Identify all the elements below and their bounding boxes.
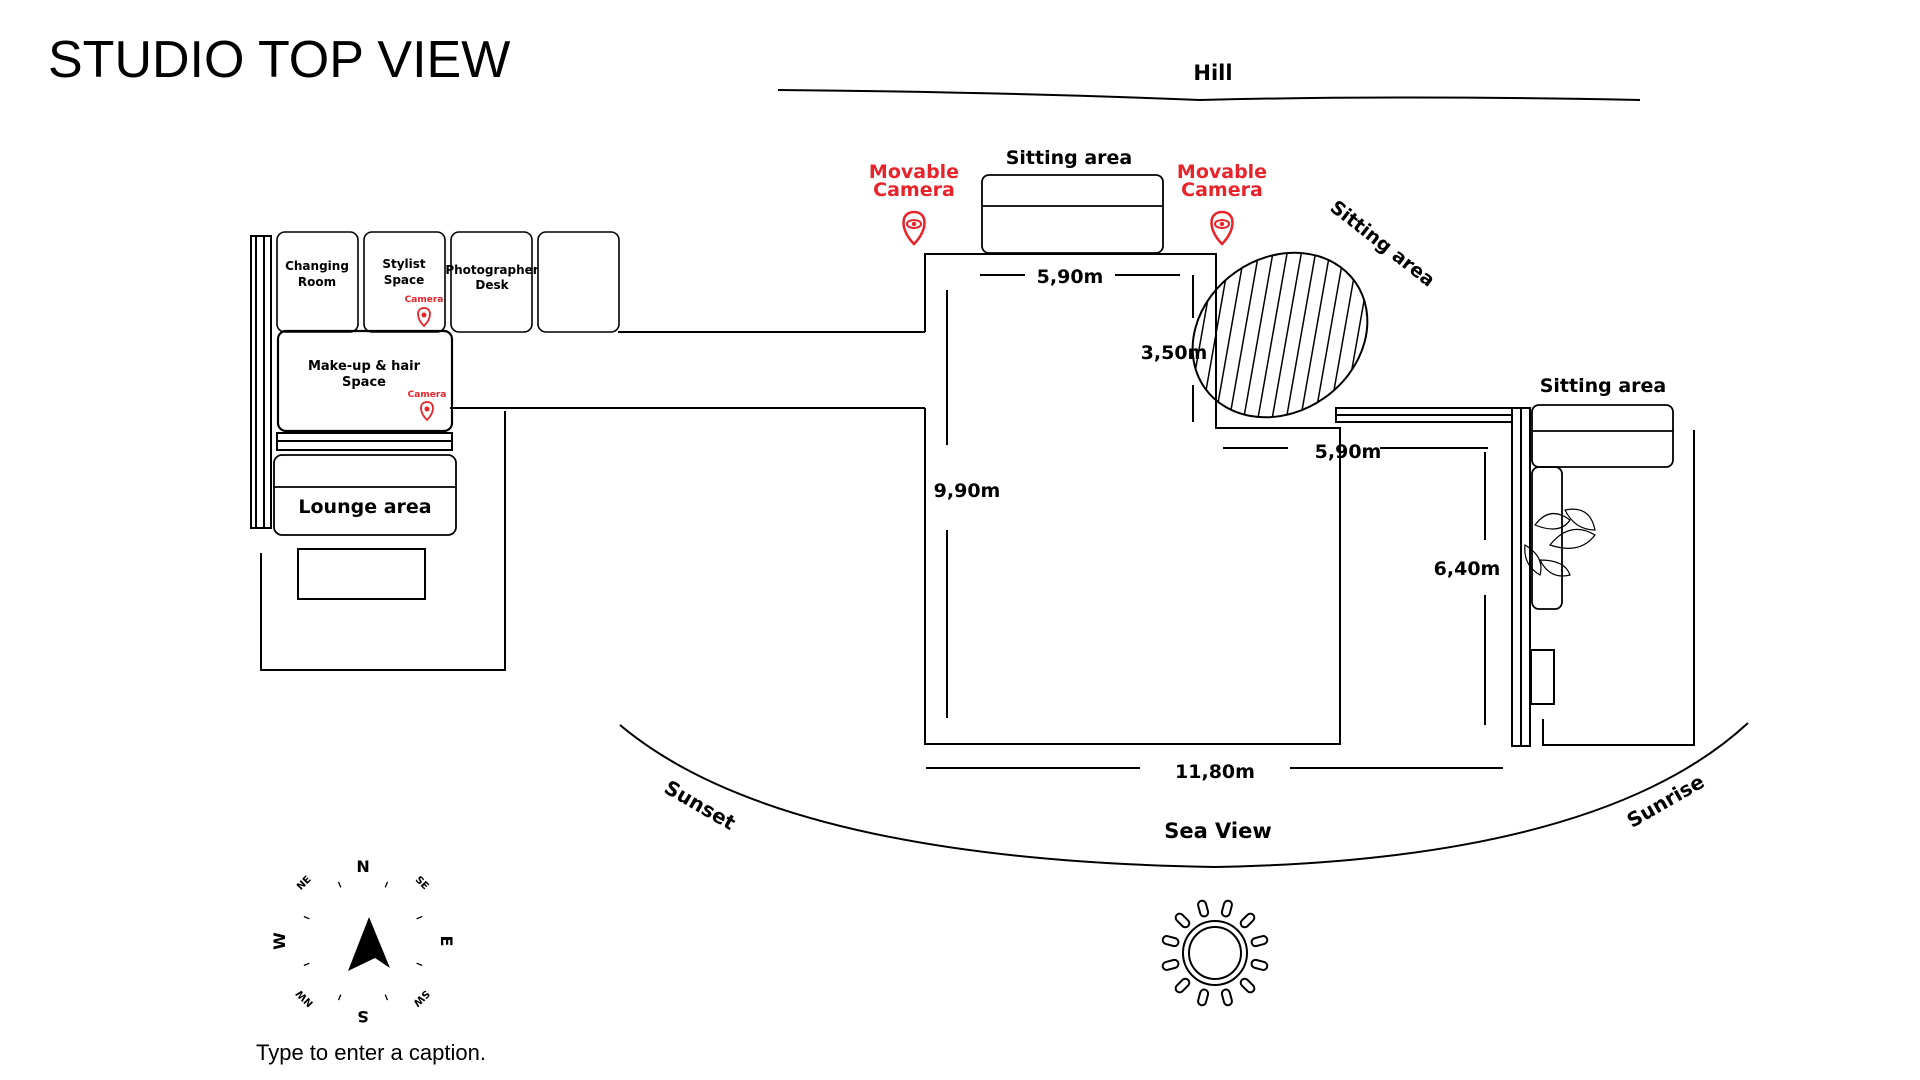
movable-camera-pin-icon xyxy=(902,210,926,246)
sun-ray xyxy=(1174,912,1191,929)
stylist-space: Stylist Space Camera xyxy=(363,231,446,333)
sun-ray xyxy=(1239,912,1256,929)
sun-icon xyxy=(1161,899,1269,1007)
movable-right-label-1: Movable xyxy=(1177,161,1267,183)
empty-cubicle xyxy=(537,231,620,333)
compass-sw: SW xyxy=(411,988,432,1009)
compass-e: E xyxy=(437,936,456,947)
makeup-hair-space: Make-up & hair Space Camera xyxy=(276,329,454,433)
sunrise-label: Sunrise xyxy=(1623,769,1709,832)
sun-ray xyxy=(1250,958,1269,971)
caption[interactable]: Type to enter a caption. xyxy=(256,1040,486,1065)
compass-se: SE xyxy=(413,874,431,892)
lounge-area: Lounge area xyxy=(273,454,457,536)
sun-ray xyxy=(1220,988,1233,1007)
stylist-camera-label: Camera xyxy=(405,295,444,305)
compass-tick xyxy=(416,962,423,967)
changing-room: Changing Room xyxy=(276,231,359,333)
sun-ray xyxy=(1250,935,1269,948)
sun-ray xyxy=(1197,988,1210,1007)
compass-w: W xyxy=(270,932,289,950)
compass-ne: NE xyxy=(295,874,314,893)
compass-tick xyxy=(303,962,310,967)
sitting-right-label: Sitting area xyxy=(1540,375,1667,397)
sunset-label: Sunset xyxy=(660,775,740,835)
movable-camera-right: Movable Camera xyxy=(1177,161,1267,246)
makeup-camera-label: Camera xyxy=(408,390,447,400)
photographer-label-2: Desk xyxy=(475,278,509,292)
movable-left-label-1: Movable xyxy=(869,161,959,183)
stylist-label-1: Stylist xyxy=(382,257,426,271)
movable-left-label-2: Camera xyxy=(873,179,955,201)
left-wing xyxy=(250,235,925,671)
sun-ray xyxy=(1239,977,1256,994)
compass-tick xyxy=(337,881,342,888)
compass-tick xyxy=(416,915,423,920)
compass-s: S xyxy=(357,1007,369,1026)
changing-room-label-1: Changing xyxy=(285,259,349,273)
sea-view-arc xyxy=(619,722,1749,869)
compass-tick xyxy=(303,915,310,920)
movable-camera-pin-icon xyxy=(1210,210,1234,246)
hill-line xyxy=(777,89,1641,102)
compass-nw: NW xyxy=(294,987,316,1009)
compass: N S E W NE SE NW SW xyxy=(270,857,456,1026)
movable-right-label-2: Camera xyxy=(1181,179,1263,201)
sun-ray xyxy=(1197,899,1210,918)
compass-tick xyxy=(384,881,389,888)
sitting-area-right: Sitting area xyxy=(1531,375,1674,610)
hill-label: Hill xyxy=(1193,61,1232,85)
compass-tick xyxy=(384,994,389,1001)
dimension-top-width: 5,90m xyxy=(1037,266,1104,288)
dimension-notch-depth: 3,50m xyxy=(1141,342,1208,364)
photographer-desk: Photographer Desk xyxy=(445,231,539,333)
camera-pin-icon xyxy=(420,401,434,422)
page-title: STUDIO TOP VIEW xyxy=(48,31,511,89)
compass-n: N xyxy=(356,857,369,876)
right-corridor xyxy=(1335,407,1531,747)
photographer-label-1: Photographer xyxy=(445,263,538,277)
compass-arrow-icon xyxy=(348,917,390,971)
makeup-label-1: Make-up & hair xyxy=(308,359,421,374)
camera-pin-icon xyxy=(417,307,431,328)
makeup-label-2: Space xyxy=(342,375,386,390)
movable-camera-left: Movable Camera xyxy=(869,161,959,246)
compass-tick xyxy=(337,994,342,1001)
dimension-lines xyxy=(926,274,1503,769)
dimension-left-height: 9,90m xyxy=(934,480,1001,502)
dimension-notch-width: 5,90m xyxy=(1315,441,1382,463)
lounge-label: Lounge area xyxy=(298,496,431,518)
sun-ray xyxy=(1220,899,1233,918)
sitting-area-top: Sitting area xyxy=(981,147,1164,254)
main-room-walls xyxy=(924,253,1341,745)
changing-room-label-2: Room xyxy=(298,275,336,289)
sitting-area-hatched: Sitting area xyxy=(1191,196,1439,419)
stylist-label-2: Space xyxy=(384,273,425,287)
dimension-right-height: 6,40m xyxy=(1434,558,1501,580)
plant-icon xyxy=(1524,508,1596,577)
right-room xyxy=(1530,430,1695,746)
sitting-top-label: Sitting area xyxy=(1006,147,1133,169)
sun-ray xyxy=(1161,935,1180,948)
dimension-bottom-width: 11,80m xyxy=(1175,761,1255,783)
sun-ray xyxy=(1174,977,1191,994)
sea-view-label: Sea View xyxy=(1164,819,1272,843)
sun-ray xyxy=(1161,958,1180,971)
